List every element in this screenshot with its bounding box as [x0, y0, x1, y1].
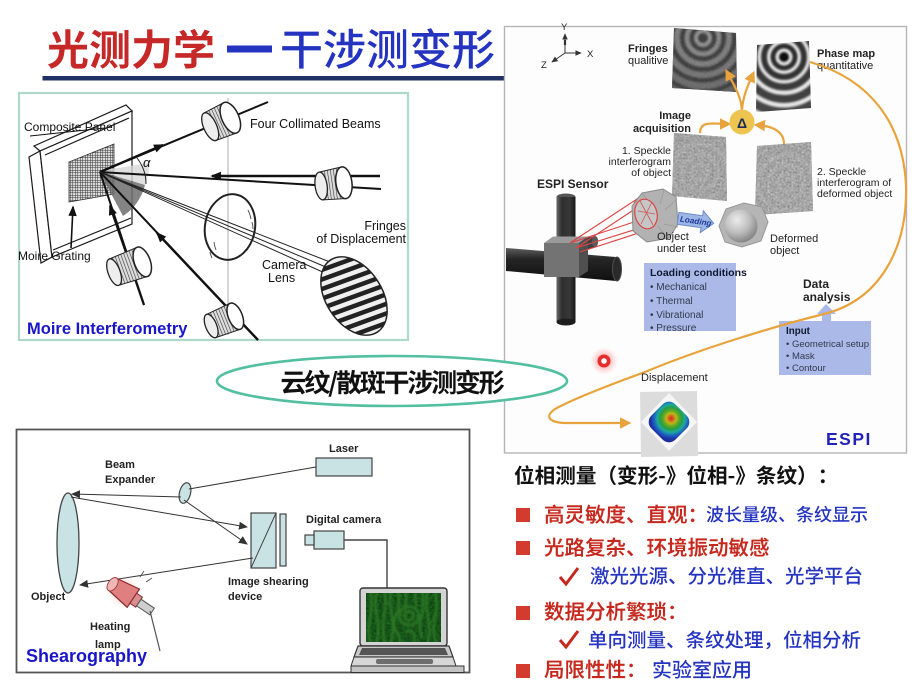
svg-text:X: X [587, 49, 594, 60]
svg-text:analysis: analysis [803, 290, 851, 304]
svg-text:Deformed: Deformed [770, 233, 818, 245]
svg-text:• Geometrical setup: • Geometrical setup [786, 339, 869, 350]
svg-text:Image shearing: Image shearing [228, 576, 309, 588]
svg-text:Input: Input [786, 326, 811, 337]
svg-text:Digital camera: Digital camera [306, 514, 382, 526]
svg-text:Data: Data [803, 277, 829, 291]
svg-text:of object: of object [631, 167, 671, 179]
svg-text:Loading conditions: Loading conditions [650, 267, 747, 279]
svg-text:of Displacement: of Displacement [316, 232, 406, 246]
svg-text:object: object [770, 245, 799, 257]
svg-text:Moire Grating: Moire Grating [18, 249, 91, 263]
svg-text:1. Speckle: 1. Speckle [622, 145, 671, 157]
svg-text:Lens: Lens [268, 271, 295, 285]
svg-text:Displacement: Displacement [641, 372, 708, 384]
svg-text:Beam: Beam [105, 459, 135, 471]
svg-text:α: α [143, 155, 151, 170]
svg-text:ESPI Sensor: ESPI Sensor [537, 177, 609, 191]
svg-text:• Vibrational: • Vibrational [650, 310, 703, 321]
svg-text:Heating: Heating [90, 621, 130, 633]
svg-text:Z: Z [541, 60, 547, 71]
svg-text:deformed object: deformed object [817, 188, 892, 200]
svg-text:Expander: Expander [105, 474, 156, 486]
svg-text:Fringes: Fringes [628, 43, 668, 55]
svg-text:interferogram of: interferogram of [817, 177, 891, 189]
svg-text:2. Speckle: 2. Speckle [817, 166, 866, 178]
svg-text:Moire Interferometry: Moire Interferometry [27, 320, 188, 338]
svg-text:lamp: lamp [95, 639, 121, 651]
svg-text:Object: Object [657, 231, 689, 243]
svg-text:acquisition: acquisition [633, 123, 691, 135]
svg-text:Phase map: Phase map [817, 48, 875, 60]
svg-text:interferogram: interferogram [609, 156, 672, 168]
svg-text:ESPI: ESPI [826, 429, 872, 449]
svg-text:Δ: Δ [737, 115, 747, 131]
svg-text:under test: under test [657, 243, 706, 255]
svg-text:Camera: Camera [262, 258, 307, 272]
svg-text:• Pressure: • Pressure [650, 323, 697, 334]
svg-text:Loading: Loading [679, 215, 712, 228]
svg-text:• Contour: • Contour [786, 363, 826, 374]
svg-text:Laser: Laser [329, 443, 359, 455]
svg-text:Image: Image [659, 110, 691, 122]
svg-text:Four Collimated Beams: Four Collimated Beams [250, 117, 381, 131]
svg-text:• Mechanical: • Mechanical [650, 282, 707, 293]
svg-text:Object: Object [31, 591, 66, 603]
svg-text:qualitive: qualitive [628, 55, 668, 67]
svg-text:Fringes: Fringes [364, 219, 406, 233]
svg-text:device: device [228, 591, 262, 603]
svg-text:• Thermal: • Thermal [650, 296, 693, 307]
svg-text:• Mask: • Mask [786, 351, 815, 362]
svg-text:Y: Y [561, 22, 568, 33]
svg-text:Composite Panel: Composite Panel [24, 120, 115, 134]
svg-text:Shearography: Shearography [26, 646, 147, 666]
svg-text:quantitative: quantitative [817, 60, 873, 72]
